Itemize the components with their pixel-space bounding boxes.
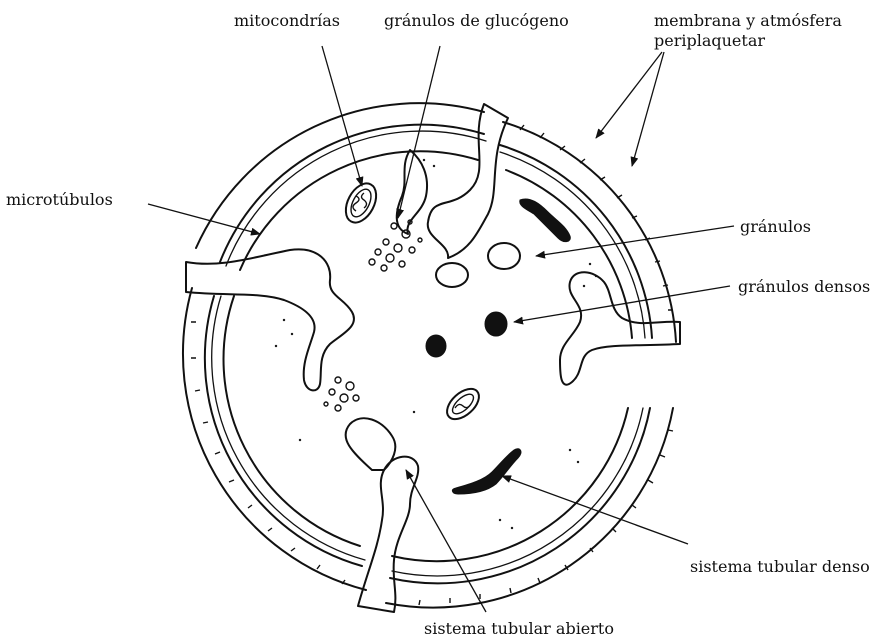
leader-lines xyxy=(148,46,734,612)
channel-bottom-branch xyxy=(346,418,396,470)
label-granulos-glucogeno: gránulos de glucógeno xyxy=(384,11,569,30)
label-granulos: gránulos xyxy=(740,217,811,236)
leader-mitocondrias xyxy=(322,46,362,186)
platelet-membrane xyxy=(183,103,676,607)
label-sistema-tubular-abierto: sistema tubular abierto xyxy=(424,619,614,638)
dense-granule-right xyxy=(485,312,507,336)
dense-tubule-upper xyxy=(520,199,571,242)
label-microtubulos: microtúbulos xyxy=(6,190,113,209)
label-membrana-line1: membrana y atmósfera xyxy=(654,11,842,30)
leader-tubular-denso xyxy=(502,476,688,544)
outer-edge-left xyxy=(183,288,366,590)
channel-right xyxy=(560,272,680,384)
outer-edge-bottom-right xyxy=(386,408,673,608)
granule-right xyxy=(488,243,520,269)
mitochondrion-lower xyxy=(442,383,485,425)
glycogen-cluster-upper xyxy=(369,220,422,271)
membrane-bottom-right xyxy=(390,408,650,583)
microtubule-band-bottom xyxy=(392,408,628,561)
mitochondrion-upper xyxy=(340,178,383,227)
channel-bottom xyxy=(358,457,418,612)
label-mitocondrias: mitocondrías xyxy=(234,11,340,30)
channel-top xyxy=(428,104,508,258)
glycogen-cluster-lower xyxy=(324,377,359,411)
organelles xyxy=(324,178,570,494)
label-sistema-tubular-denso: sistema tubular denso xyxy=(690,557,870,576)
dense-tubule-lower xyxy=(452,449,521,494)
label-membrana-line2: periplaquetar xyxy=(654,31,765,50)
dense-granule-left xyxy=(426,335,446,357)
channel-left xyxy=(186,249,354,390)
leader-membrana-b xyxy=(632,52,664,166)
label-granulos-densos: gránulos densos xyxy=(738,277,870,296)
granule-left xyxy=(436,263,468,287)
labels: mitocondrías gránulos de glucógeno membr… xyxy=(6,11,870,638)
